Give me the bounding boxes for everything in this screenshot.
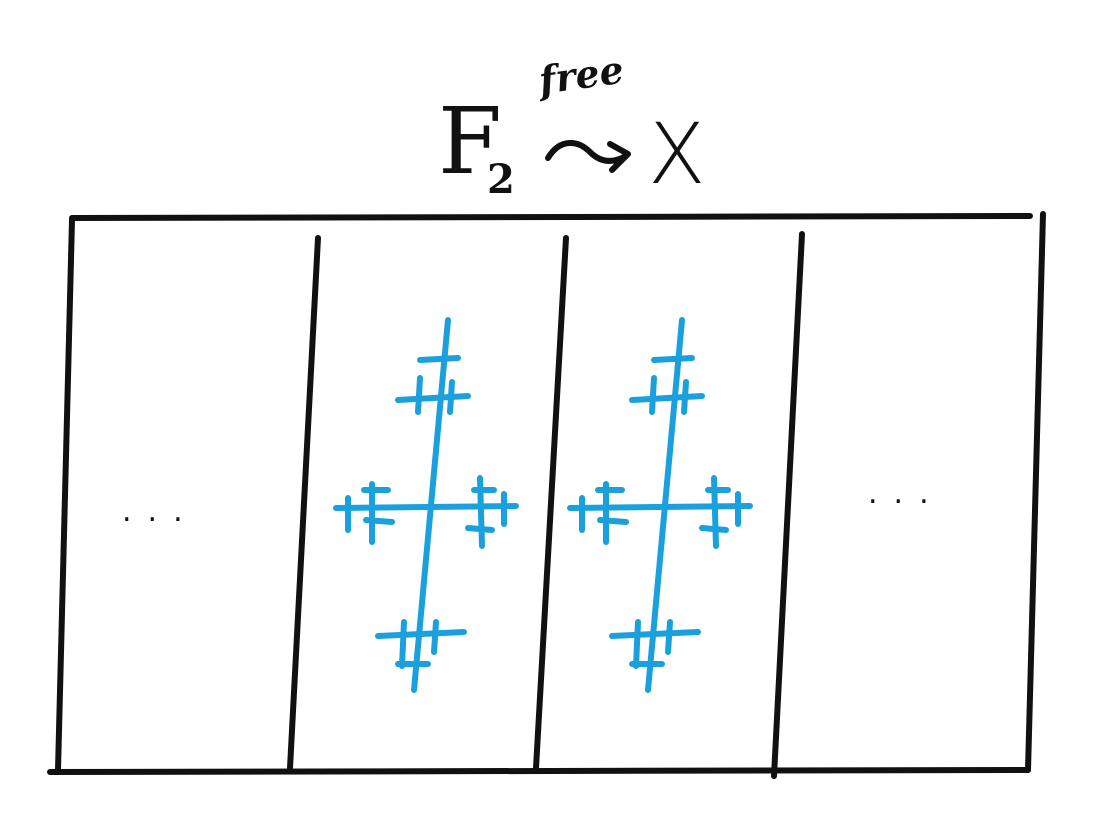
cayley-tree-sketch (567, 317, 753, 693)
panel-dividers (287, 231, 805, 779)
group-symbol: F (438, 88, 502, 195)
group-subscript: 2 (487, 156, 515, 203)
cayley-tree-sketch (333, 317, 519, 693)
diagram-title: F 2 free X (0, 0, 1097, 210)
left-ellipsis: ... (122, 494, 199, 529)
strip-bottom-edge (47, 767, 1031, 775)
divider-3 (771, 231, 805, 779)
divider-2 (533, 235, 569, 771)
action-arrow (545, 140, 631, 173)
strip-left-edge (55, 217, 75, 773)
strip-frame (47, 211, 1046, 775)
divider-1 (287, 235, 321, 771)
right-ellipsis: ... (868, 476, 945, 511)
strip-right-edge (1025, 211, 1046, 773)
action-label: free (536, 46, 627, 103)
strip-top-edge (69, 213, 1033, 221)
space-symbol: X (648, 105, 706, 203)
